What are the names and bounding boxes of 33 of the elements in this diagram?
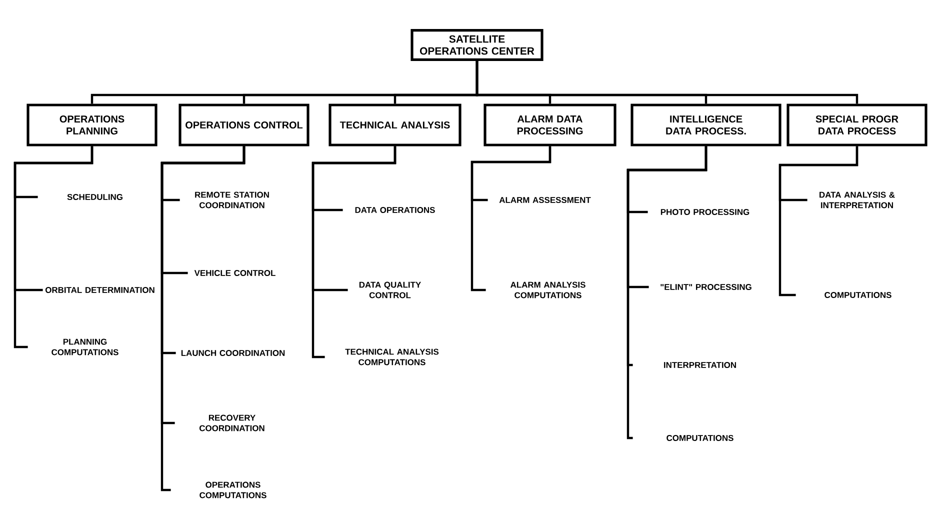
function-label: ALARM ANALYSIS COMPUTATIONS <box>510 282 586 298</box>
connector-line <box>470 146 552 292</box>
function-label: LAUNCH COORDINATION <box>181 350 285 356</box>
function-label: RECOVERY COORDINATION <box>200 414 264 432</box>
function-label: PHOTO PROCESSING <box>660 209 750 215</box>
function-label: DATA ANALYSIS & INTERPRETATION <box>820 192 895 208</box>
organization-box: SATELLITE OPERATIONS CENTER <box>410 29 544 61</box>
function-label: ORBITAL DETERMINATION <box>45 287 154 293</box>
department-box: OPERATIONS PLANNING <box>26 104 158 146</box>
department-box: ALARM DATA PROCESSING <box>484 104 616 146</box>
function-label: ALARM ASSESSMENT <box>499 197 591 203</box>
department-box: OPERATIONS CONTROL <box>178 104 310 146</box>
function-label: DATA QUALITY CONTROL <box>359 282 421 298</box>
connector-line <box>312 146 396 358</box>
function-label: OPERATIONS COMPUTATIONS <box>200 482 266 498</box>
function-label: DATA OPERATIONS <box>355 207 435 213</box>
connector-line <box>778 146 858 296</box>
function-label: SCHEDULING <box>67 194 122 200</box>
function-label: COMPUTATIONS <box>824 292 892 298</box>
function-label: COMPUTATIONS <box>666 435 734 441</box>
connector-line <box>160 146 246 492</box>
department-box: TECHNICAL ANALYSIS <box>328 104 462 146</box>
function-label: REMOTE STATION COORDINATION <box>195 192 269 208</box>
function-label: VEHICLE CONTROL <box>194 270 276 276</box>
department-box: SPECIAL PROGR DATA PROCESS <box>786 104 928 146</box>
function-label: TECHNICAL ANALYSIS COMPUTATIONS <box>345 348 439 366</box>
connector-line <box>14 146 94 348</box>
function-label: "ELINT" PROCESSING <box>660 284 752 290</box>
connector-line <box>476 60 858 104</box>
connector-line <box>626 146 708 440</box>
function-label: PLANNING COMPUTATIONS <box>52 338 118 356</box>
function-label: INTERPRETATION <box>664 362 736 368</box>
department-box: INTELLIGENCE DATA PROCESS. <box>630 104 782 146</box>
